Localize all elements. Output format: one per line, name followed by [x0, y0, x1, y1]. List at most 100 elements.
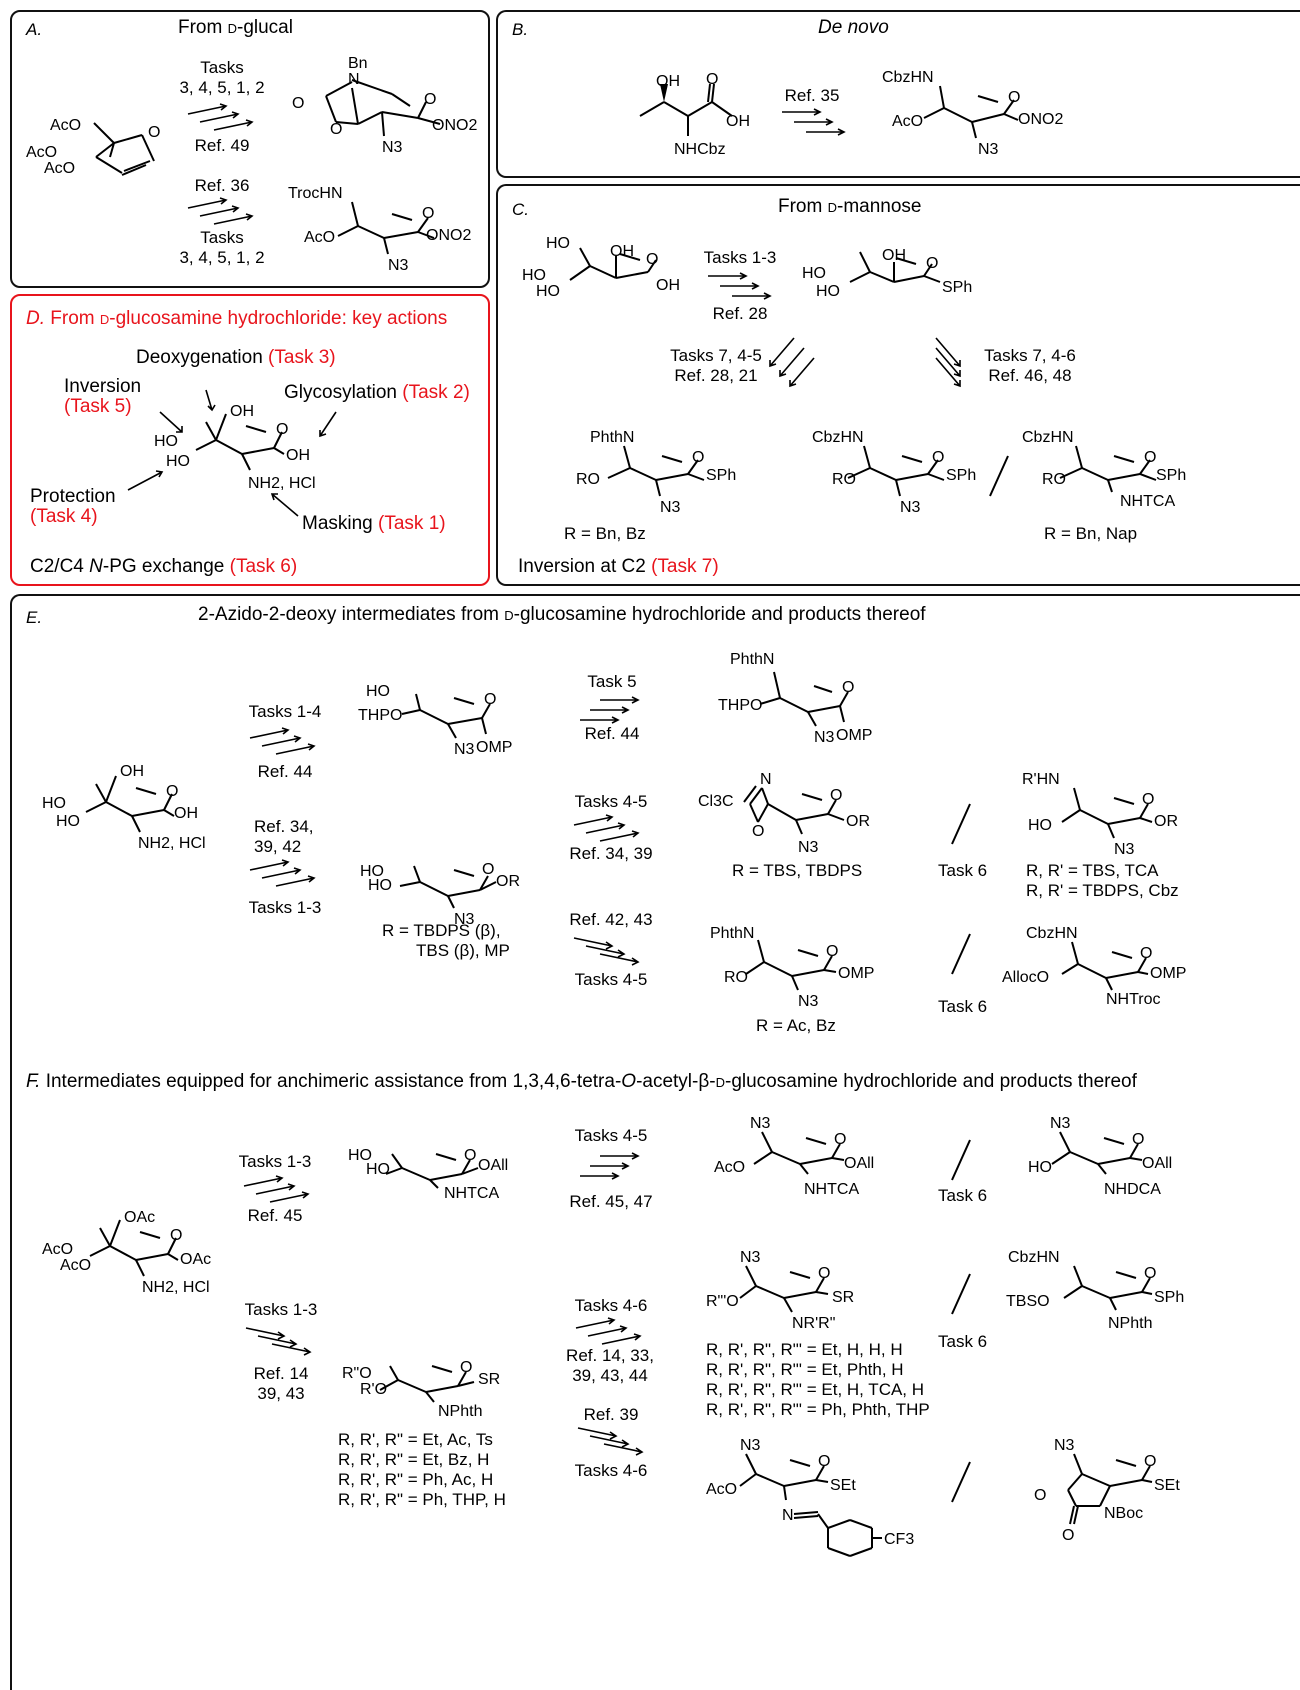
svg-text:NPhth: NPhth — [438, 1403, 482, 1420]
svg-text:SPh: SPh — [706, 467, 736, 484]
panel-e-separator1 — [951, 803, 971, 845]
svg-text:Cl3C: Cl3C — [698, 793, 734, 810]
panel-c-separator — [989, 455, 1009, 497]
panel-e-prod1: PhthN THPO O N3 OMP — [718, 651, 872, 746]
svg-text:OH: OH — [174, 805, 198, 822]
panel-f-arrow3-bottom: Ref. 45, 47 — [569, 1192, 653, 1211]
svg-text:O: O — [926, 255, 938, 272]
panel-f-arrow5-bottom: Tasks 4-6 — [574, 1461, 648, 1480]
panel-f-separator3 — [951, 1461, 971, 1503]
panel-e-arrow2 — [249, 859, 316, 887]
svg-text:O: O — [1140, 945, 1152, 962]
panel-b-title: De novo — [818, 17, 889, 38]
svg-text:AcO: AcO — [50, 117, 81, 134]
svg-text:O: O — [422, 205, 434, 222]
svg-text:O: O — [148, 124, 160, 141]
svg-text:OAc: OAc — [180, 1251, 211, 1268]
svg-text:OAll: OAll — [1142, 1155, 1172, 1172]
svg-text:PhthN: PhthN — [590, 429, 634, 446]
panel-a-arrow1-bottom: Ref. 49 — [194, 136, 250, 155]
svg-text:N: N — [760, 771, 772, 788]
svg-text:HO: HO — [1028, 817, 1052, 834]
panel-e-arrow2-bottom: Tasks 1-3 — [248, 898, 322, 917]
panel-e-arrow1-bottom: Ref. 44 — [257, 762, 313, 781]
svg-text:O: O — [1132, 1131, 1144, 1148]
panel-d-inversion: Inversion(Task 5) — [64, 376, 142, 417]
panel-e-arrow4-top: Tasks 4-5 — [574, 792, 648, 811]
svg-text:OH: OH — [882, 247, 906, 264]
panel-f-separator1 — [951, 1139, 971, 1181]
svg-text:OH: OH — [286, 447, 310, 464]
svg-text:HO: HO — [360, 863, 384, 880]
svg-text:RO: RO — [576, 471, 600, 488]
panel-a-letter: A. — [26, 20, 43, 39]
svg-text:SR: SR — [478, 1371, 500, 1388]
svg-text:ONO2: ONO2 — [426, 227, 471, 244]
svg-text:PhthN: PhthN — [710, 925, 754, 942]
panel-e-prod3: PhthN RO O OMP N3 — [710, 925, 874, 1010]
svg-text:CbzHN: CbzHN — [1022, 429, 1074, 446]
svg-text:SEt: SEt — [830, 1477, 856, 1494]
svg-text:O: O — [1144, 449, 1156, 466]
svg-text:R'HN: R'HN — [1022, 771, 1060, 788]
panel-a-arrow1 — [187, 103, 254, 131]
svg-text:HO: HO — [546, 235, 570, 252]
panel-c-arrow3 — [935, 337, 961, 388]
svg-text:ONO2: ONO2 — [1018, 111, 1063, 128]
svg-text:HO: HO — [1028, 1159, 1052, 1176]
svg-text:N3: N3 — [798, 839, 819, 856]
svg-text:RO: RO — [1042, 471, 1066, 488]
svg-text:N3: N3 — [382, 139, 403, 156]
svg-text:NHTCA: NHTCA — [1120, 493, 1175, 510]
svg-text:TrocHN: TrocHN — [288, 185, 343, 202]
panel-f-int2: R"O R'O O SR NPhth — [342, 1359, 500, 1420]
panel-f-arrow2-top: Tasks 1-3 — [244, 1300, 318, 1319]
svg-text:RO: RO — [724, 969, 748, 986]
panel-e-arrow4-bottom: Ref. 34, 39 — [569, 844, 653, 863]
panel-b-arrow — [782, 108, 846, 136]
panel-f-prod1: N3 AcO O OAll NHTCA — [714, 1115, 874, 1198]
svg-text:N3: N3 — [660, 499, 681, 516]
svg-text:OR: OR — [1154, 813, 1178, 830]
panel-e-separator2 — [951, 933, 971, 975]
svg-text:AcO: AcO — [26, 144, 57, 161]
svg-text:O: O — [826, 943, 838, 960]
svg-text:N3: N3 — [454, 741, 475, 758]
panel-c-thioglycoside: HO HO OH O SPh — [802, 247, 972, 300]
threonine-structure: OH O OH NHCbz — [639, 71, 750, 158]
svg-text:SEt: SEt — [1154, 1477, 1180, 1494]
panel-e-arrow4 — [573, 814, 640, 842]
svg-text:CF3: CF3 — [884, 1531, 914, 1548]
svg-text:HO: HO — [166, 453, 190, 470]
svg-text:NPhth: NPhth — [1108, 1315, 1152, 1332]
svg-text:CbzHN: CbzHN — [1008, 1249, 1060, 1266]
panel-c-letter: C. — [512, 200, 529, 219]
svg-text:OH: OH — [656, 73, 680, 90]
panel-f-arrow5 — [577, 1427, 644, 1456]
svg-text:N3: N3 — [978, 141, 999, 158]
svg-text:HO: HO — [802, 265, 826, 282]
panel-e-arrow3-top: Task 5 — [587, 672, 637, 691]
svg-text:OMP: OMP — [1150, 965, 1186, 982]
svg-text:O: O — [752, 823, 764, 840]
panel-a-product2: TrocHN AcO O ONO2 N3 — [288, 185, 471, 274]
mannose-structure: HO OH HO HO O OH — [522, 235, 680, 300]
svg-text:NHTCA: NHTCA — [804, 1181, 859, 1198]
svg-text:TBSO: TBSO — [1006, 1293, 1050, 1310]
svg-text:OMP: OMP — [838, 965, 874, 982]
panel-a-arrow2-top: Ref. 36 — [194, 176, 250, 195]
panel-c-product3: CbzHN RO O SPh NHTCA — [1022, 429, 1186, 510]
panel-b-arrow-top: Ref. 35 — [784, 86, 840, 105]
glucal-structure: AcO AcO AcO O — [26, 117, 160, 177]
svg-text:OAll: OAll — [844, 1155, 874, 1172]
panel-e-start: OH HO HO O OH NH2, HCl — [42, 763, 206, 852]
panel-c-title: From d-mannose — [778, 196, 922, 217]
panel-f-arrow3-top: Tasks 4-5 — [574, 1126, 648, 1145]
panel-b-product: CbzHN AcO O ONO2 N3 — [882, 69, 1063, 158]
svg-text:AllocO: AllocO — [1002, 969, 1049, 986]
panel-e-arrow5 — [573, 937, 640, 966]
svg-text:O: O — [830, 787, 842, 804]
svg-text:AcO: AcO — [706, 1481, 737, 1498]
svg-text:O: O — [170, 1227, 182, 1244]
